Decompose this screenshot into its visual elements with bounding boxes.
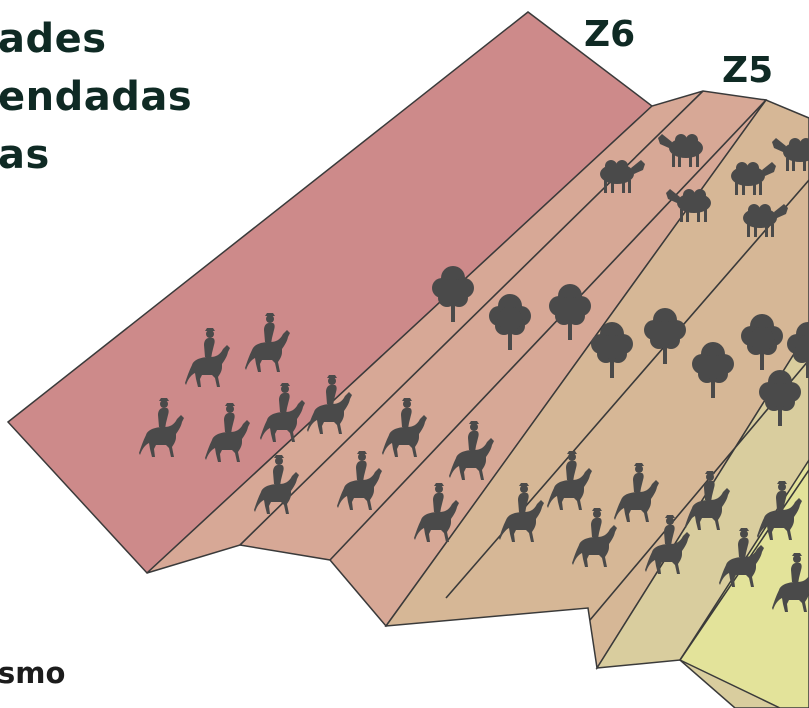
title-line-1: ades: [0, 16, 107, 62]
zone-label-z6: Z6: [584, 14, 636, 55]
title-line-3: as: [0, 132, 50, 178]
footer-text: smo: [0, 656, 66, 690]
field-line: [329, 99, 767, 561]
zone-label-z5: Z5: [722, 50, 774, 91]
title-line-2: endadas: [0, 74, 193, 120]
